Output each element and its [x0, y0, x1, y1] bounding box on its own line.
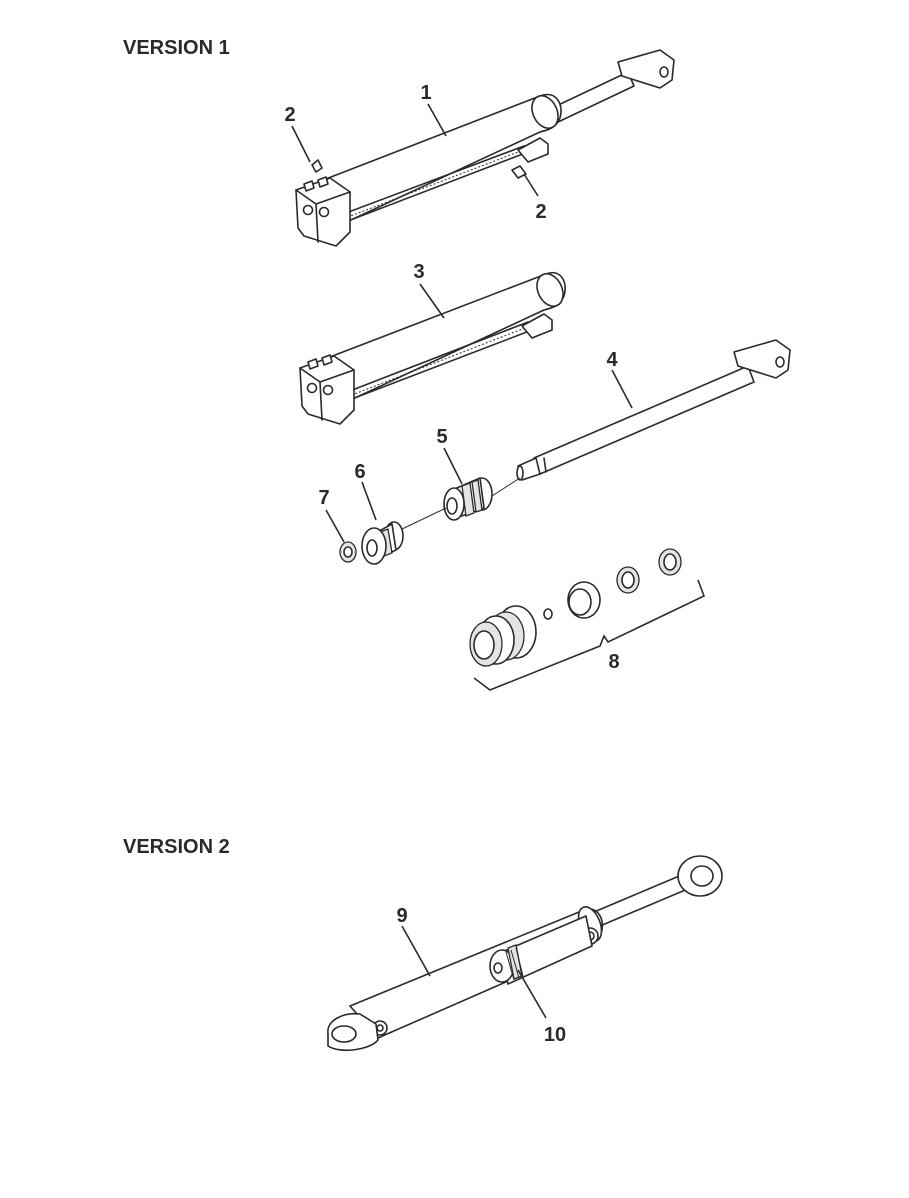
part-4-piston-rod: [516, 339, 791, 481]
callout-3: 3: [413, 261, 424, 283]
callout-7: 7: [318, 487, 329, 509]
part-6-gland: [361, 507, 447, 565]
version-1-heading: VERSION 1: [123, 37, 230, 59]
part-8-seal-kit: [469, 548, 706, 691]
callout-4: 4: [606, 349, 618, 371]
callout-9: 9: [396, 905, 407, 927]
part-1-cylinder-assembly: [295, 49, 675, 247]
callout-2-left: 2: [284, 104, 295, 126]
part-3-cylinder-barrel: [299, 271, 566, 425]
part-10-sleeve: [489, 915, 593, 985]
part-7-nut: [339, 541, 357, 563]
callout-1: 1: [420, 82, 431, 104]
part-5-piston: [443, 477, 521, 521]
callout-8: 8: [608, 651, 619, 673]
callout-10: 10: [544, 1024, 566, 1046]
callout-2-right: 2: [535, 201, 546, 223]
callout-5: 5: [436, 426, 447, 448]
callout-6: 6: [354, 461, 365, 483]
version-2-heading: VERSION 2: [123, 836, 230, 858]
